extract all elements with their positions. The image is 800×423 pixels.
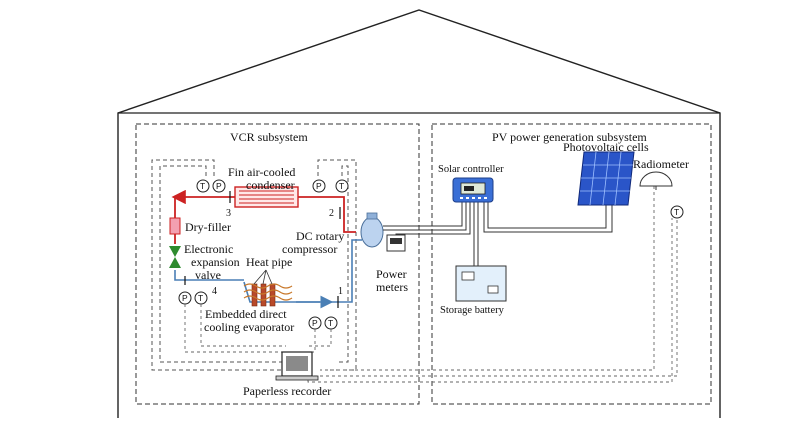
pv-subsystem-title: PV power generation subsystem bbox=[492, 130, 647, 144]
refrigerant-low-pressure-line bbox=[174, 239, 362, 309]
sensor-group-valve-outlet: P T bbox=[178, 291, 208, 305]
vcr-subsystem-title: VCR subsystem bbox=[230, 130, 308, 144]
storage-battery-label: Storage battery bbox=[440, 305, 505, 316]
dry-filler bbox=[169, 217, 181, 235]
photovoltaic-cells-label: Photovoltaic cells bbox=[563, 140, 649, 154]
expansion-valve-label-line3: valve bbox=[195, 268, 221, 282]
condenser-label-line2: condenser bbox=[246, 178, 295, 192]
expansion-valve-icon bbox=[169, 246, 181, 268]
radiometer-icon bbox=[639, 171, 673, 190]
radiometer-label: Radiometer bbox=[633, 157, 689, 171]
solar-controller-icon bbox=[452, 177, 494, 203]
condenser-label-line1: Fin air-cooled bbox=[228, 165, 295, 179]
sensor-radiometer-temperature: T bbox=[670, 205, 684, 219]
vcr-subsystem-boundary bbox=[135, 123, 420, 405]
heat-pipe-array bbox=[243, 283, 293, 307]
pressure-sensor-label: P bbox=[216, 181, 222, 191]
expansion-valve-label-line2: expansion bbox=[191, 255, 240, 269]
state-point-4: 4 bbox=[212, 286, 217, 297]
storage-battery-icon bbox=[455, 265, 507, 302]
power-meters-label-line2: meters bbox=[376, 280, 408, 294]
temperature-sensor-label: T bbox=[674, 207, 679, 217]
paperless-recorder-icon bbox=[275, 351, 319, 381]
sensor-signal-lines bbox=[184, 186, 678, 383]
temperature-sensor-label: T bbox=[339, 181, 344, 191]
solar-controller-label: Solar controller bbox=[438, 164, 504, 175]
pressure-sensor-label: P bbox=[316, 181, 322, 191]
evaporator-label-line1: Embedded direct bbox=[205, 307, 287, 321]
evaporator-label-line2: cooling evaporator bbox=[204, 320, 294, 334]
temperature-sensor-label: T bbox=[328, 318, 333, 328]
state-point-3: 3 bbox=[226, 208, 231, 219]
temperature-sensor-label: T bbox=[198, 293, 203, 303]
expansion-valve-label-line1: Electronic bbox=[184, 242, 233, 256]
paperless-recorder-label: Paperless recorder bbox=[243, 384, 331, 398]
pressure-sensor-label: P bbox=[182, 293, 188, 303]
vcr-inner-dashed-loop bbox=[151, 159, 357, 371]
temperature-sensor-label: T bbox=[200, 181, 205, 191]
house-outline bbox=[117, 9, 721, 418]
power-meter-icon bbox=[386, 234, 406, 252]
sensor-group-compressor-outlet: P T bbox=[312, 179, 349, 193]
sensor-group-evaporator-outlet: P T bbox=[308, 316, 338, 330]
power-meters-label-line1: Power bbox=[376, 267, 407, 281]
state-point-2: 2 bbox=[329, 208, 334, 219]
photovoltaic-panel-icon bbox=[577, 151, 635, 206]
refrigerant-high-pressure-line bbox=[171, 189, 356, 244]
heat-pipe-label: Heat pipe bbox=[246, 255, 292, 269]
state-point-ticks bbox=[184, 191, 341, 308]
compressor-label-line2: compressor bbox=[282, 242, 337, 256]
compressor-icon bbox=[360, 212, 384, 248]
power-cables bbox=[383, 200, 613, 266]
condenser bbox=[234, 186, 299, 208]
sensor-group-condenser-outlet: T P bbox=[196, 179, 226, 193]
heat-pipe-pointers bbox=[253, 269, 273, 285]
dry-filler-label: Dry-filler bbox=[185, 220, 231, 234]
pressure-sensor-label: P bbox=[312, 318, 318, 328]
pv-subsystem-boundary bbox=[431, 123, 712, 405]
state-point-1: 1 bbox=[338, 286, 343, 297]
compressor-label-line1: DC rotary bbox=[296, 229, 344, 243]
